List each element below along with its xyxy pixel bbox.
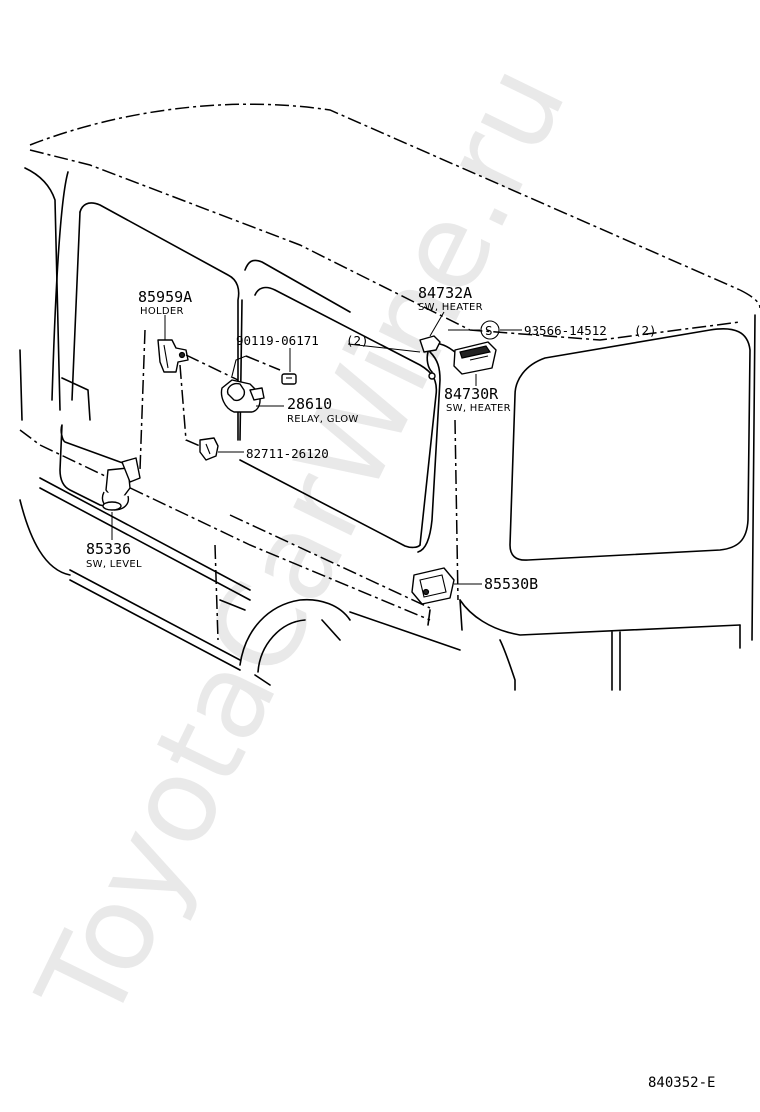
leader-lines — [111, 311, 522, 585]
part-number-holder: 85959A — [138, 288, 192, 306]
part-number-screw: 93566-14512 — [524, 323, 607, 338]
part-number-relay: 28610 — [287, 395, 332, 413]
label-heater-switch-r: 84730R SW, HEATER — [444, 385, 511, 414]
screw-symbol-circle — [480, 320, 500, 340]
clip-part — [199, 437, 219, 461]
part-85530b — [411, 567, 455, 605]
part-name-level-switch: SW, LEVEL — [86, 559, 142, 570]
vehicle-body — [19, 103, 760, 691]
part-name-heater-switch-r: SW, HEATER — [446, 403, 511, 414]
label-holder: 85959A HOLDER — [138, 288, 192, 317]
part-number-bolt: 90119-06171 — [236, 333, 319, 348]
part-number-heater-switch-a: 84732A — [418, 284, 472, 302]
relay-part — [220, 355, 281, 413]
part-qty-bolt: (2) — [346, 333, 369, 348]
part-name-relay: RELAY, GLOW — [287, 414, 359, 425]
part-qty-screw: (2) — [634, 323, 657, 338]
part-name-holder: HOLDER — [140, 306, 184, 317]
part-number-heater-switch-r: 84730R — [444, 385, 499, 403]
label-screw: S 93566-14512 (2) — [480, 320, 657, 340]
label-relay: 28610 RELAY, GLOW — [287, 395, 359, 425]
diagram-code: 840352-E — [648, 1075, 715, 1091]
level-switch-part — [101, 457, 141, 511]
label-bolt: 90119-06171 (2) — [236, 333, 369, 348]
part-number-clip: 82711-26120 — [246, 446, 329, 461]
part-name-heater-switch-a: SW, HEATER — [418, 302, 483, 313]
screw-symbol: S — [485, 323, 493, 338]
holder-part — [157, 339, 239, 447]
part-number-level-switch: 85336 — [86, 540, 131, 558]
label-clip: 82711-26120 — [246, 446, 329, 461]
bolt-part — [281, 373, 297, 385]
part-number-85530b: 85530B — [484, 575, 538, 593]
label-heater-switch-a: 84732A SW, HEATER — [418, 284, 483, 313]
heater-switch-r-part — [453, 341, 497, 375]
label-85530b: 85530B — [484, 575, 538, 593]
label-level-switch: 85336 SW, LEVEL — [86, 540, 142, 570]
